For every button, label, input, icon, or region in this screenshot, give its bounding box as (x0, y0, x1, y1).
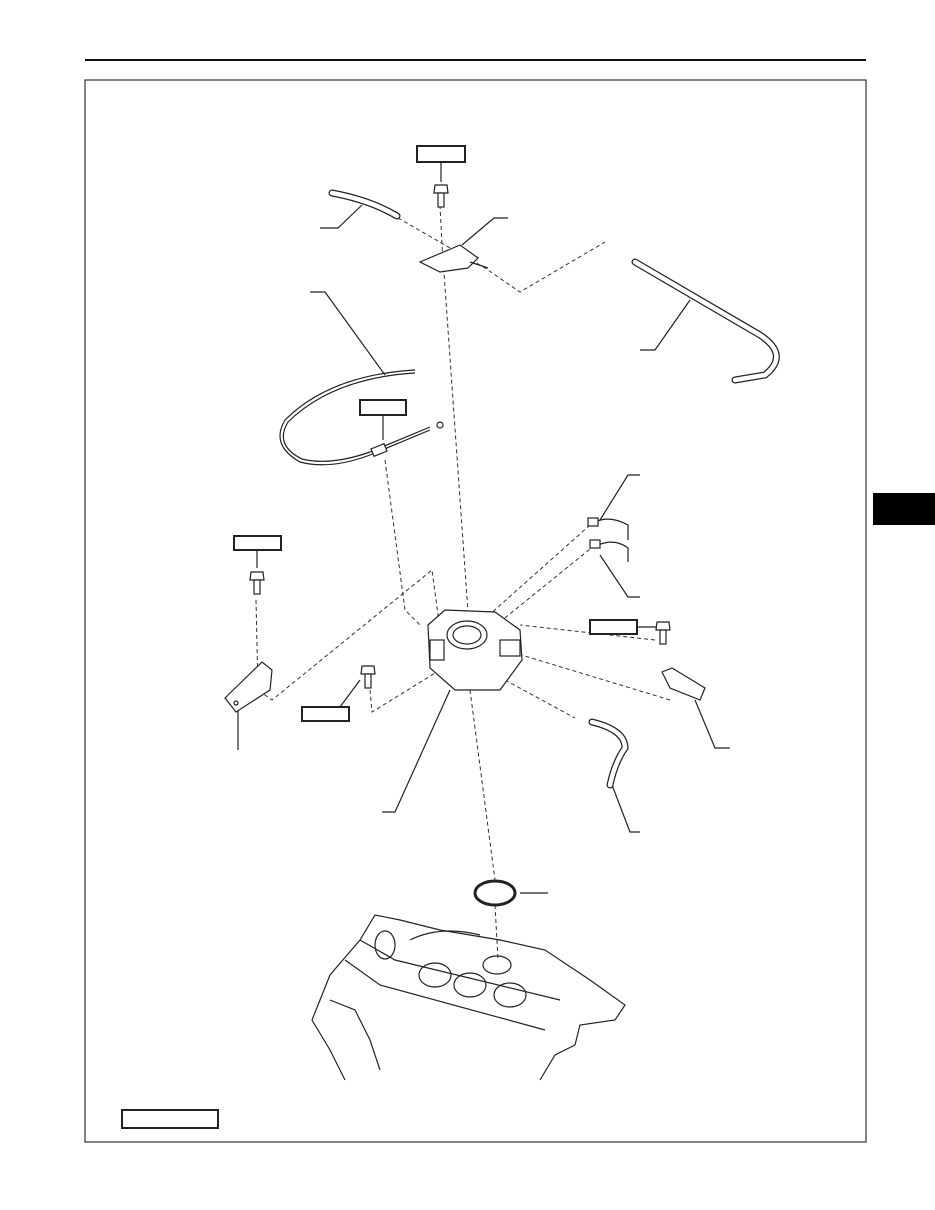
callout-box-right (589, 619, 638, 635)
vacuum-hose-top (328, 189, 401, 220)
leader-lines (237, 204, 730, 894)
figure-frame (84, 79, 867, 1143)
accelerator-cable (279, 369, 444, 466)
callout-box-center (301, 706, 350, 722)
callout-box-left (233, 535, 282, 551)
bolt-left-icon (249, 571, 265, 595)
bolt-right-icon (655, 621, 671, 645)
water-hose-right (631, 258, 780, 384)
bolt-center-icon (360, 665, 376, 689)
assembly-lines (255, 204, 671, 961)
bolt-top-icon (433, 184, 449, 208)
callout-box-top (416, 145, 466, 163)
throttle-body (427, 609, 523, 691)
water-bypass-hose (588, 718, 629, 789)
illustration-id-box (121, 1109, 219, 1129)
bracket-left (224, 661, 273, 713)
section-tab (873, 493, 935, 525)
callout-boxes (121, 145, 656, 1129)
gasket-ring (473, 879, 517, 907)
callout-box-cable (359, 399, 407, 416)
hose-pair-right (587, 517, 629, 562)
bracket-right (661, 667, 706, 701)
engine-intake-manifold (311, 914, 626, 1081)
cable-bracket (418, 244, 489, 273)
